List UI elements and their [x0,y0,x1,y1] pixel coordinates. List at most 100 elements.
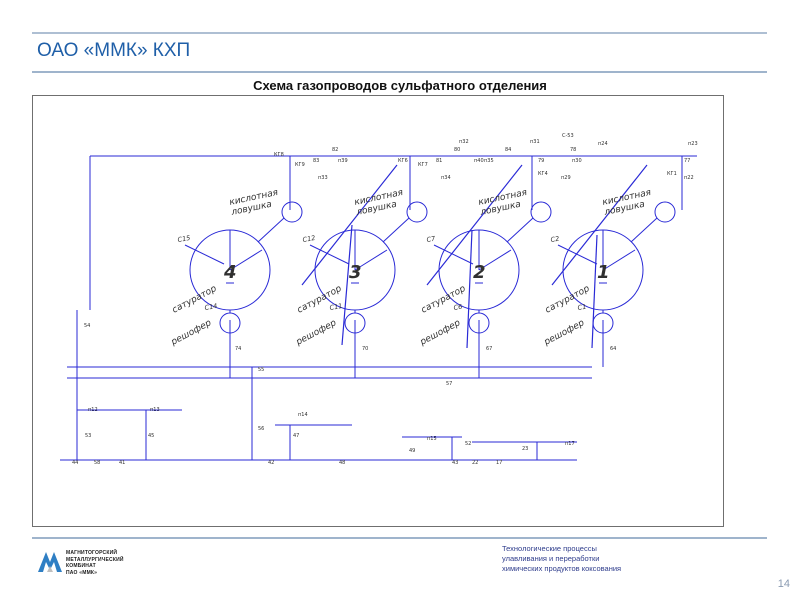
saturator-number: 1 [597,262,610,283]
valve-label: 77 [684,158,690,164]
logo-line: МЕТАЛЛУРГИЧЕСКИЙ [66,556,124,563]
valve-label: 41 [119,460,125,466]
valve-label: 79 [538,158,544,164]
diag-link-5 [426,164,523,286]
acid-trap [654,201,676,223]
diag-link-3 [591,234,598,349]
saturator-group: 4С15С14сатураторрешоферкислотнаяловушка3… [169,188,676,348]
valve-label: 22 [472,460,478,466]
reshofer-id: С1 [577,303,587,312]
valve-label: 55 [258,367,264,373]
valve-label: 48 [339,460,345,466]
vessel-divider [229,249,263,271]
valve-label: 67 [486,346,492,352]
diag-link-2 [466,229,473,349]
valve-label: 80 [454,147,460,153]
valve-label: п31 [530,139,540,145]
valve-label: 49 [409,448,415,454]
valve-label: п12 [88,407,98,413]
valve-label: 43 [452,460,458,466]
valve-label: п39 [338,158,348,164]
inlet-pipe [557,244,598,265]
valve-label: 17 [496,460,502,466]
logo-line: МАГНИТОГОРСКИЙ [66,550,118,556]
trap-pipe [382,217,410,243]
saturator-number: 3 [349,262,362,283]
reshofer-id: С14 [204,302,218,312]
vessel-id: С7 [426,234,437,244]
vessel-id: С15 [177,234,191,244]
valve-label: 74 [235,346,241,352]
reshofer-label: решофер [169,318,214,348]
footer-desc-line: Технологические процессы [502,544,597,553]
trap-pipe [257,217,285,243]
inlet-pipe [184,244,225,265]
valve-label: п40 [474,158,484,164]
top-divider [32,32,767,34]
valve-label: 83 [313,158,319,164]
diag-link-4 [301,164,398,286]
valve-label: п13 [150,407,160,413]
valve-label: 84 [505,147,511,153]
valve-label: 23 [522,446,528,452]
vessel-id: С12 [302,234,316,244]
valve-label: 54 [84,323,90,329]
valve-label: 81 [436,158,442,164]
reshofer-label: решофер [418,318,463,348]
logo-line: ПАО «ММК» [66,569,98,576]
vessel-divider [354,249,388,271]
diag-link-6 [551,164,648,286]
valve-label: 52 [465,441,471,447]
acid-trap [406,201,428,223]
vessel-divider [478,249,512,271]
valve-label: 47 [293,433,299,439]
valve-label: 57 [446,381,452,387]
valve-label: С-53 [562,133,574,139]
page-number: 14 [777,578,790,590]
valve-label-group: п32 п31 С-53 п23 п24 80 84 78 77 82 81 83 п39 п40 п33 п… [72,133,698,466]
valve-label: 70 [362,346,368,352]
valve-label: 78 [570,147,576,153]
reshofer-label: решофер [542,318,587,348]
valve-label: КГ9 [295,162,305,168]
diag-link-1 [341,224,353,346]
valve-label: п29 [561,175,571,181]
logo-line: КОМБИНАТ [66,563,96,569]
logo-text: МАГНИТОГОРСКИЙ МЕТАЛЛУРГИЧЕСКИЙ КОМБИНАТ… [66,550,124,576]
valve-label: п14 [298,412,308,418]
valve-label: п32 [459,139,469,145]
valve-label: 44 [72,460,78,466]
vessel-divider [602,249,636,271]
valve-label: п24 [598,141,608,147]
saturator-number: 4 [223,262,237,283]
valve-label: 82 [332,147,338,153]
reshofer-label: решофер [294,318,339,348]
valve-label: п30 [572,158,582,164]
valve-label: КГ8 [274,152,284,158]
valve-label: КГ6 [398,158,408,164]
valve-label: п35 [484,158,494,164]
footer-desc-line: улавливания и переработки [502,554,600,563]
trap-pipe [630,217,658,243]
footer-desc-line: химических продуктов коксования [502,564,622,573]
valve-label: п15 [427,436,437,442]
valve-label: п33 [318,175,328,181]
footer-description: Технологические процессы улавливания и п… [502,544,621,574]
acid-trap [530,201,552,223]
valve-label: 42 [268,460,274,466]
valve-label: 58 [94,460,100,466]
reshofer-id: С6 [453,303,463,312]
valve-label: п23 [688,141,698,147]
valve-label: 64 [610,346,616,352]
scheme-title: Схема газопроводов сульфатного отделения [253,78,547,93]
valve-label: п17 [565,441,575,447]
inlet-pipe [309,244,350,265]
company-logo-icon [38,552,62,572]
valve-label: п22 [684,175,694,181]
valve-label: 53 [85,433,91,439]
valve-label: КГ1 [667,171,677,177]
